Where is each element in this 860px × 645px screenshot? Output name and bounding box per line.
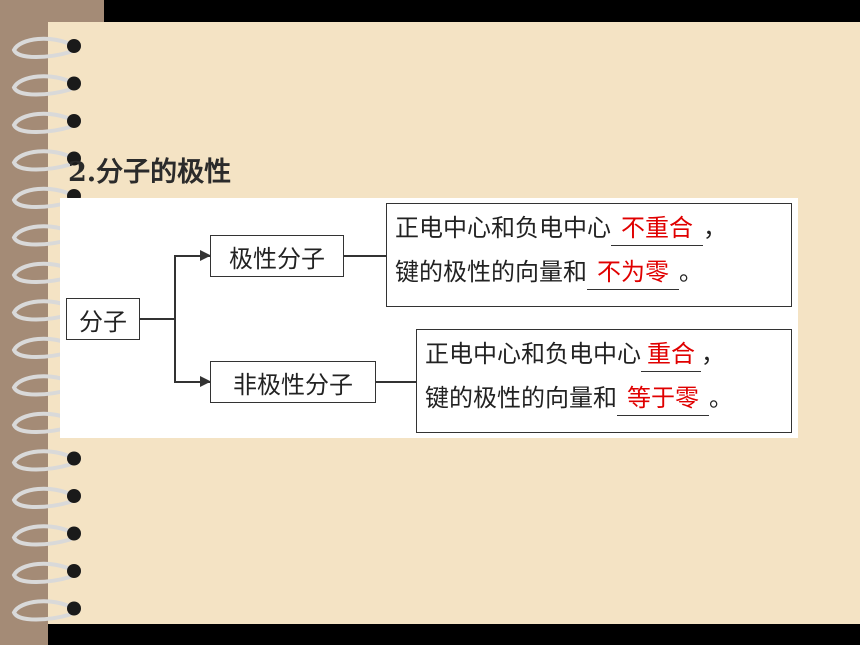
spiral-binding-ring [11, 561, 76, 584]
root-label: 分子 [79, 307, 127, 336]
polar-line-1: 正电中心和负电中心不重合， [395, 206, 783, 250]
binding-hole [67, 76, 81, 91]
spiral-binding-ring [11, 411, 76, 434]
binding-hole [67, 526, 81, 541]
polar-molecule-box: 极性分子 [210, 235, 344, 277]
binding-hole [67, 114, 81, 128]
polar-line-2: 键的极性的向量和不为零。 [395, 250, 783, 294]
connector-trunk [174, 255, 176, 381]
connector-nonpolar-desc [376, 381, 416, 383]
connector-nonpolar [174, 381, 210, 383]
spiral-binding-ring [11, 524, 76, 547]
spiral-binding-ring [11, 599, 76, 622]
spiral-binding-ring [11, 74, 76, 97]
nonpolar-line-1: 正电中心和负电中心重合， [425, 332, 783, 376]
slide-title: 2.分子的极性 [68, 157, 232, 188]
nonpolar-description-box: 正电中心和负电中心重合， 键的极性的向量和等于零。 [416, 329, 792, 433]
polar-label: 极性分子 [229, 244, 325, 273]
spiral-binding-ring [11, 261, 76, 284]
polar-description-box: 正电中心和负电中心不重合， 键的极性的向量和不为零。 [386, 203, 792, 307]
spiral-binding-ring [11, 149, 76, 172]
spiral-binding-ring [11, 336, 76, 359]
connector-polar [174, 255, 210, 257]
binding-hole [67, 601, 81, 616]
root-box: 分子 [66, 298, 140, 340]
polar-answer-1: 不重合 [611, 211, 703, 246]
classification-diagram: 分子 极性分子 正电中心和负电中心不重合， 键的极性的向量和不为零。 非极性 [60, 198, 798, 438]
spiral-binding-ring [11, 111, 76, 134]
spiral-binding-ring [11, 299, 76, 322]
binding-hole [67, 451, 81, 466]
nonpolar-answer-2: 等于零 [617, 381, 709, 416]
spiral-binding-ring [11, 36, 76, 59]
spiral-binding-ring [11, 224, 76, 247]
connector-polar-desc [344, 255, 386, 257]
binding-hole [67, 489, 81, 503]
bottom-edge [48, 624, 860, 645]
binding-hole [67, 151, 81, 166]
nonpolar-label: 非极性分子 [233, 370, 353, 399]
nonpolar-line-2: 键的极性的向量和等于零。 [425, 376, 783, 420]
nonpolar-molecule-box: 非极性分子 [210, 361, 376, 403]
binding-hole [67, 39, 81, 53]
polar-answer-2: 不为零 [587, 255, 679, 290]
nonpolar-answer-1: 重合 [641, 337, 701, 372]
binding-hole [67, 564, 81, 578]
connector-root [140, 318, 174, 320]
arrow-icon [200, 250, 211, 261]
spiral-binding-ring [11, 449, 76, 472]
spiral-binding-ring [11, 186, 76, 209]
spiral-binding-ring [11, 374, 76, 397]
spiral-binding-ring [11, 486, 76, 509]
arrow-icon [200, 376, 211, 387]
